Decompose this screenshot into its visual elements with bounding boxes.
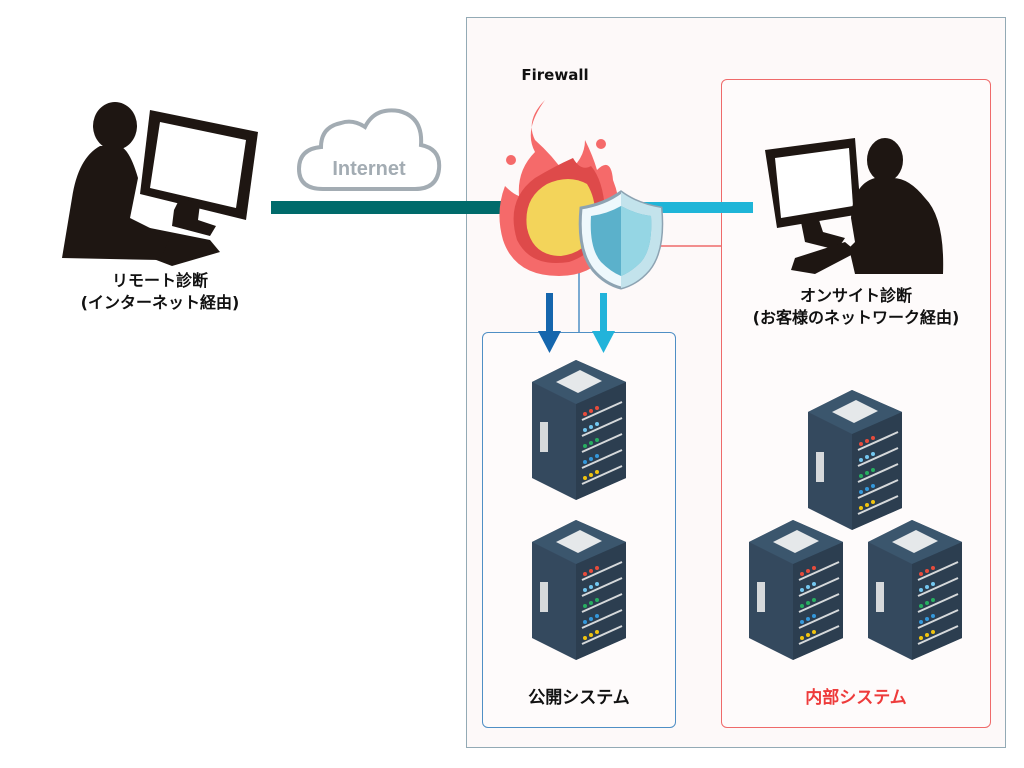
public-server-1-icon bbox=[531, 359, 627, 501]
internet-label: Internet bbox=[332, 158, 406, 180]
public-system-label: 公開システム bbox=[528, 688, 630, 708]
internal-server-2-icon bbox=[748, 519, 844, 661]
remote-user-icon bbox=[62, 102, 258, 266]
remote-diagnosis-title: リモート診断 bbox=[111, 271, 208, 290]
remote-diagnosis-label: リモート診断 (インターネット経由) bbox=[40, 270, 280, 314]
onsite-diagnosis-subtitle: (お客様のネットワーク経由) bbox=[752, 308, 960, 327]
onsite-diagnosis-title: オンサイト診断 bbox=[799, 286, 912, 305]
remote-diagnosis-subtitle: (インターネット経由) bbox=[80, 293, 240, 312]
security-shield-icon bbox=[578, 190, 664, 290]
internal-server-1-icon bbox=[807, 389, 903, 531]
internal-line bbox=[640, 202, 753, 213]
onsite-diagnosis-label: オンサイト診断 (お客様のネットワーク経由) bbox=[722, 285, 990, 329]
arrow-down-light-icon bbox=[592, 293, 615, 353]
public-server-2-icon bbox=[531, 519, 627, 661]
internal-server-3-icon bbox=[867, 519, 963, 661]
firewall-label: Firewall bbox=[521, 66, 589, 84]
onsite-user-icon bbox=[765, 138, 944, 274]
internet-cloud-icon: Internet bbox=[296, 108, 442, 191]
arrow-down-dark-icon bbox=[538, 293, 561, 353]
internet-line bbox=[271, 201, 521, 214]
internal-system-label: 内部システム bbox=[805, 688, 907, 708]
